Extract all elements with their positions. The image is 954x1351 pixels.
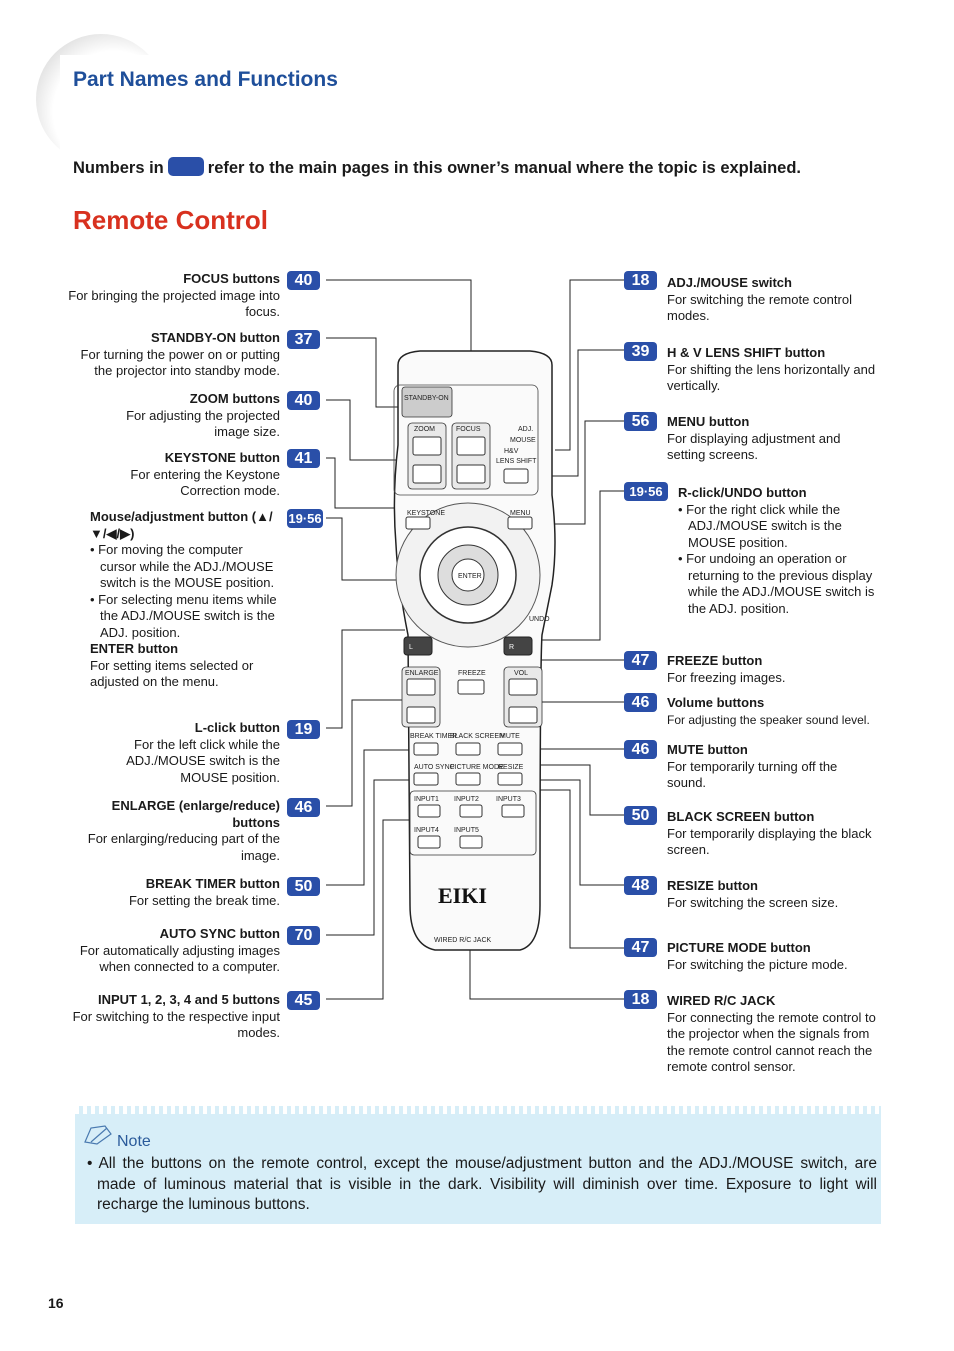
page-ref-freeze[interactable]: 47 bbox=[624, 651, 657, 670]
svg-text:MOUSE: MOUSE bbox=[510, 437, 536, 444]
svg-text:H&V: H&V bbox=[504, 448, 519, 455]
svg-text:MENU: MENU bbox=[510, 510, 531, 517]
label-mouse-adjustment: Mouse/adjustment button (▲/▼/◀/▶) For mo… bbox=[90, 509, 280, 691]
svg-text:FOCUS: FOCUS bbox=[456, 426, 481, 433]
page-ref-lens-shift[interactable]: 39 bbox=[624, 342, 657, 361]
page-ref-volume[interactable]: 46 bbox=[624, 693, 657, 712]
svg-text:PICTURE MODE: PICTURE MODE bbox=[450, 764, 504, 771]
page-ref-input[interactable]: 45 bbox=[287, 991, 320, 1010]
page-ref-adj-mouse[interactable]: 18 bbox=[624, 271, 657, 290]
svg-text:BLACK SCREEN: BLACK SCREEN bbox=[450, 733, 504, 740]
section-title: Part Names and Functions bbox=[73, 68, 338, 91]
page-ref-mute[interactable]: 46 bbox=[624, 740, 657, 759]
svg-text:INPUT5: INPUT5 bbox=[454, 827, 479, 834]
svg-text:ADJ.: ADJ. bbox=[518, 426, 533, 433]
page-ref-wired-jack[interactable]: 18 bbox=[624, 990, 657, 1009]
page-ref-zoom[interactable]: 40 bbox=[287, 391, 320, 410]
page-title: Remote Control bbox=[73, 205, 268, 235]
note-heading: Note bbox=[83, 1122, 151, 1151]
svg-text:RESIZE: RESIZE bbox=[498, 764, 524, 771]
page-ref-auto-sync[interactable]: 70 bbox=[287, 926, 320, 945]
svg-text:AUTO SYNC: AUTO SYNC bbox=[414, 764, 455, 771]
remote-control-illustration: STANDBY-ON ZOOM FOCUS ADJ. MOUSE H&V LEN… bbox=[393, 350, 556, 951]
page-ref-picture-mode[interactable]: 47 bbox=[624, 938, 657, 957]
svg-text:R: R bbox=[509, 644, 514, 651]
svg-text:INPUT4: INPUT4 bbox=[414, 827, 439, 834]
page-ref-mouse-adjustment[interactable]: 19·56 bbox=[287, 509, 323, 528]
page-ref-keystone[interactable]: 41 bbox=[287, 449, 320, 468]
svg-text:ENLARGE: ENLARGE bbox=[405, 670, 439, 677]
svg-text:EIKI: EIKI bbox=[438, 883, 487, 908]
svg-text:LENS SHIFT: LENS SHIFT bbox=[496, 458, 537, 465]
svg-text:UNDO: UNDO bbox=[529, 616, 550, 623]
page-ref-break-timer[interactable]: 50 bbox=[287, 877, 320, 896]
svg-text:INPUT1: INPUT1 bbox=[414, 796, 439, 803]
enter-button[interactable] bbox=[451, 558, 485, 592]
pencil-note-icon bbox=[84, 1125, 112, 1145]
note-text: • All the buttons on the remote control,… bbox=[87, 1155, 877, 1213]
page-ref-standby[interactable]: 37 bbox=[287, 330, 320, 349]
page-ref-resize[interactable]: 48 bbox=[624, 876, 657, 895]
page-ref-focus[interactable]: 40 bbox=[287, 271, 320, 290]
svg-text:MUTE: MUTE bbox=[500, 733, 520, 740]
svg-text:VOL: VOL bbox=[514, 670, 528, 677]
note-box: Note • All the buttons on the remote con… bbox=[75, 1106, 881, 1224]
svg-text:L: L bbox=[409, 644, 413, 651]
page-ref-r-click[interactable]: 19·56 bbox=[624, 482, 668, 501]
page-ref-l-click[interactable]: 19 bbox=[287, 720, 320, 739]
svg-text:BREAK TIMER: BREAK TIMER bbox=[410, 733, 457, 740]
page-ref-enlarge[interactable]: 46 bbox=[287, 798, 320, 817]
page-number-chip bbox=[167, 157, 204, 176]
svg-text:ENTER: ENTER bbox=[458, 573, 482, 580]
standby-button[interactable] bbox=[401, 386, 453, 418]
svg-text:FREEZE: FREEZE bbox=[458, 670, 486, 677]
page-ref-menu[interactable]: 56 bbox=[624, 412, 657, 431]
page-ref-black-screen[interactable]: 50 bbox=[624, 806, 657, 825]
svg-text:ZOOM: ZOOM bbox=[414, 426, 435, 433]
svg-text:KEYSTONE: KEYSTONE bbox=[407, 510, 445, 517]
svg-text:INPUT2: INPUT2 bbox=[454, 796, 479, 803]
svg-text:STANDBY-ON: STANDBY-ON bbox=[404, 395, 449, 402]
svg-text:WIRED R/C JACK: WIRED R/C JACK bbox=[434, 937, 492, 944]
svg-text:INPUT3: INPUT3 bbox=[496, 796, 521, 803]
label-r-click: R-click/UNDO button For the right click … bbox=[678, 485, 883, 617]
page-number: 16 bbox=[48, 1295, 64, 1311]
